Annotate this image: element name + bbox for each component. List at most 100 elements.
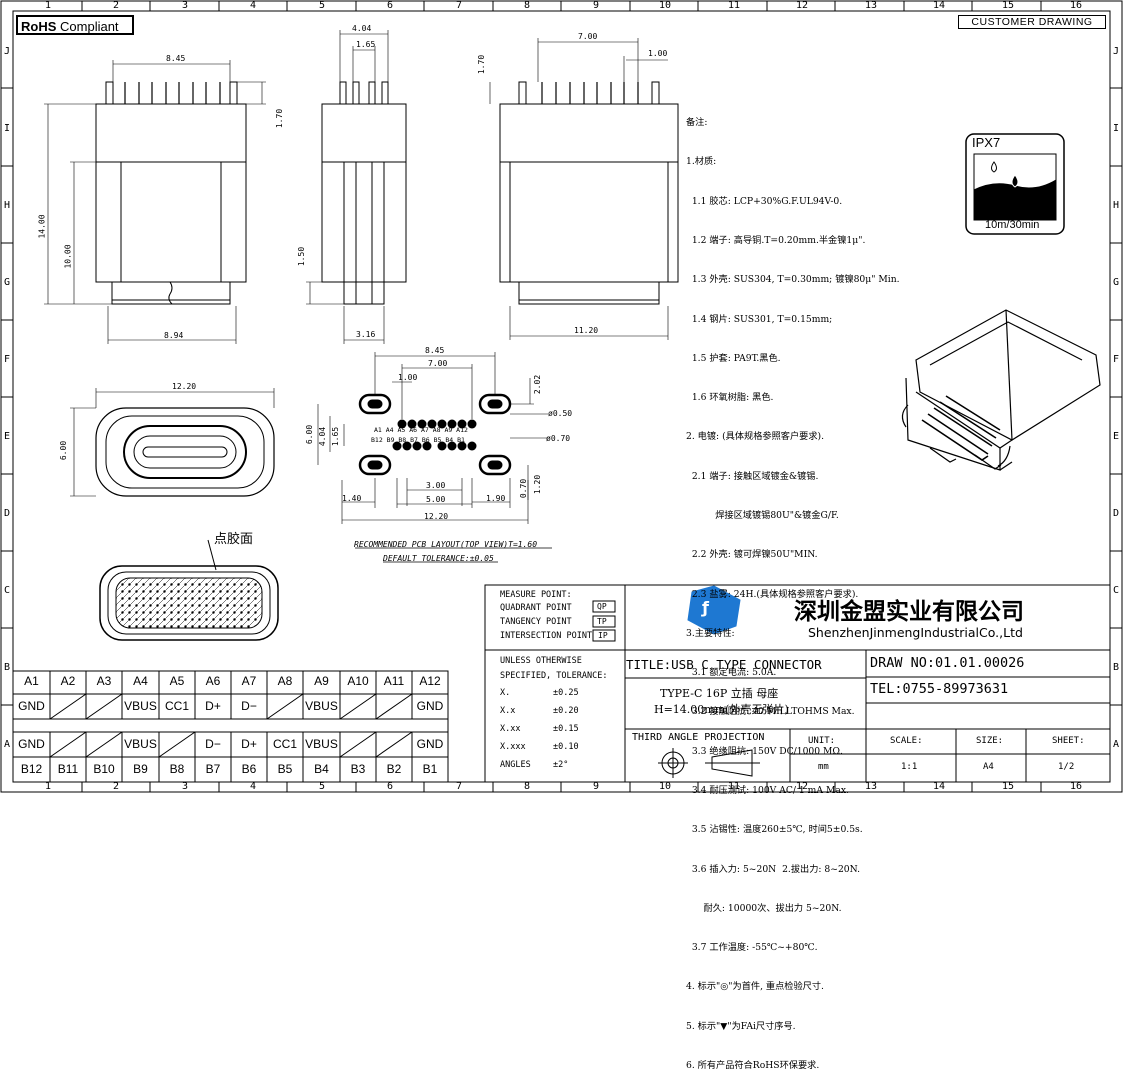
measure-code-qp: QP xyxy=(597,602,607,611)
size-value: A4 xyxy=(983,762,994,772)
pin-a10: A10 xyxy=(347,674,369,688)
rohs-badge: RoHS Compliant xyxy=(16,15,134,35)
pin-a9: A9 xyxy=(314,674,329,688)
zone-col-16-bottom: 16 xyxy=(1070,781,1083,792)
scale-label: SCALE: xyxy=(890,736,923,746)
pin-b10: B10 xyxy=(93,762,115,776)
zone-row-b-right: B xyxy=(1113,662,1120,673)
drawing-number: DRAW NO:01.01.00026 xyxy=(870,655,1025,671)
note-line: 3.7 工作温度: -55℃~+80℃. xyxy=(686,942,818,954)
dim-pcb-700: 7.00 xyxy=(428,359,448,368)
zone-col-4: 4 xyxy=(250,0,257,11)
dim-pcb-190: 1.90 xyxy=(486,494,506,503)
pcb-top-pin-labels: A1 A4 A5 A6 A7 A8 A9 A12 xyxy=(374,426,468,434)
pin-a4-signal: VBUS xyxy=(124,699,157,713)
dim-pcb-1220: 12.20 xyxy=(424,512,449,521)
zone-col-12-bottom: 12 xyxy=(796,781,809,792)
zone-row-b: B xyxy=(4,662,11,673)
zone-col-5-bottom: 5 xyxy=(319,781,326,792)
pin-b9-signal: VBUS xyxy=(124,737,157,751)
projection-label: THIRD ANGLE PROJECTION xyxy=(632,732,765,743)
note-line: 3.主要特性: xyxy=(686,627,735,639)
pin-b4: B4 xyxy=(314,762,329,776)
dim-back-pin: 1.70 xyxy=(477,54,487,75)
zone-col-9-bottom: 9 xyxy=(593,781,600,792)
tolerance-key: ANGLES xyxy=(500,760,531,770)
zone-ticks xyxy=(1,1,1122,792)
customer-drawing-text: CUSTOMER DRAWING xyxy=(971,16,1093,28)
pin-b4-signal: VBUS xyxy=(305,737,338,751)
note-line: 6. 所有产品符合RoHS环保要求. xyxy=(686,1059,820,1071)
company-logo-icon: ƒ xyxy=(702,598,709,617)
zone-col-2: 2 xyxy=(113,0,120,11)
ipx7-graphic xyxy=(965,133,1065,235)
dim-pcb-hole-050: ø0.50 xyxy=(548,409,573,418)
note-line: 2.2 外壳: 镀可焊镍50U"MIN. xyxy=(686,549,818,561)
pcb-bottom-pin-labels: B12 B9 B8 B7 B6 B5 B4 B1 xyxy=(371,436,465,444)
tolerance-key: X.xx xyxy=(500,724,521,734)
note-line: 1.2 端子: 高导铜.T=0.20mm.半金镍1μ". xyxy=(686,235,866,247)
zone-col-13-bottom: 13 xyxy=(865,781,878,792)
zone-row-d: D xyxy=(4,508,11,519)
tolerance-value: ±0.10 xyxy=(553,742,579,752)
sheet-value: 1/2 xyxy=(1058,762,1075,772)
tolerance-value: ±0.25 xyxy=(553,688,579,698)
pin-a5-signal: CC1 xyxy=(164,699,189,713)
zone-col-14-bottom: 14 xyxy=(933,781,946,792)
zone-row-a: A xyxy=(4,739,11,750)
zone-row-d-right: D xyxy=(1113,508,1120,519)
drawing-title: TITLE:USB C TYPE CONNECTOR xyxy=(626,657,822,672)
dim-side-bottom: 3.16 xyxy=(356,330,376,339)
pcb-layout xyxy=(317,352,552,563)
zone-col-4-bottom: 4 xyxy=(250,781,257,792)
pin-b12-signal: GND xyxy=(18,737,45,751)
zone-col-8: 8 xyxy=(524,0,531,11)
dim-pcb-hole-070: ø0.70 xyxy=(546,434,571,443)
measure-header: MEASURE POINT: xyxy=(500,590,572,600)
dim-pcb-070: 0.70 xyxy=(519,478,529,499)
zone-col-6: 6 xyxy=(387,0,394,11)
pin-b7: B7 xyxy=(205,762,221,776)
tolerance-key: X. xyxy=(500,688,511,698)
zone-row-c: C xyxy=(4,585,11,596)
zone-row-e: E xyxy=(4,431,11,442)
zone-col-7-bottom: 7 xyxy=(456,781,463,792)
ipx-title: IPX7 xyxy=(972,135,1001,150)
pin-b12: B12 xyxy=(20,762,43,776)
dim-pcb-120: 1.20 xyxy=(533,474,543,495)
zone-col-1-bottom: 1 xyxy=(45,781,52,792)
note-line: 1.4 钢片: SUS301, T=0.15mm; xyxy=(686,313,833,325)
zone-col-3: 3 xyxy=(182,0,189,11)
zone-col-2-bottom: 2 xyxy=(113,781,120,792)
pin-b5-signal: CC1 xyxy=(272,737,297,751)
pin-b1-signal: GND xyxy=(416,737,444,751)
zone-col-7: 7 xyxy=(456,0,463,11)
zone-col-10: 10 xyxy=(659,0,672,11)
pcb-tolerance: DEFAULT TOLERANCE:±0.05 xyxy=(383,554,494,563)
side-view xyxy=(306,30,407,344)
dim-pcb-165: 1.65 xyxy=(331,426,341,447)
pcb-caption: RECOMMENDED PCB LAYOUT(TOP VIEW)T=1.60 xyxy=(354,540,538,549)
dim-pcb-600: 6.00 xyxy=(305,424,315,445)
dim-side-height: 1.50 xyxy=(297,246,307,267)
zone-row-i: I xyxy=(4,123,11,134)
zone-row-e-right: E xyxy=(1113,431,1120,442)
pin-b6: B6 xyxy=(241,762,257,776)
title-block-grid xyxy=(484,584,1111,783)
dim-pcb-202: 2.02 xyxy=(533,374,543,395)
dim-front-bottom: 8.94 xyxy=(164,331,184,340)
zone-col-3-bottom: 3 xyxy=(182,781,189,792)
pin-b3: B3 xyxy=(350,762,366,776)
pin-a6: A6 xyxy=(205,674,221,688)
pin-a7-signal: D− xyxy=(241,699,257,713)
note-line: 4. 标示"◎"为首件, 重点检验尺寸. xyxy=(686,981,824,993)
zone-row-h-right: H xyxy=(1113,200,1120,211)
note-line: 1.6 环氧树脂: 黑色. xyxy=(686,392,774,404)
zone-col-11-bottom: 11 xyxy=(728,781,741,792)
scale-value: 1:1 xyxy=(901,762,918,772)
dim-end-height: 6.00 xyxy=(59,440,69,461)
pin-b8: B8 xyxy=(169,762,185,776)
customer-drawing-badge: CUSTOMER DRAWING xyxy=(958,15,1106,29)
pin-a9-signal: VBUS xyxy=(305,699,338,713)
zone-row-f: F xyxy=(4,354,11,365)
